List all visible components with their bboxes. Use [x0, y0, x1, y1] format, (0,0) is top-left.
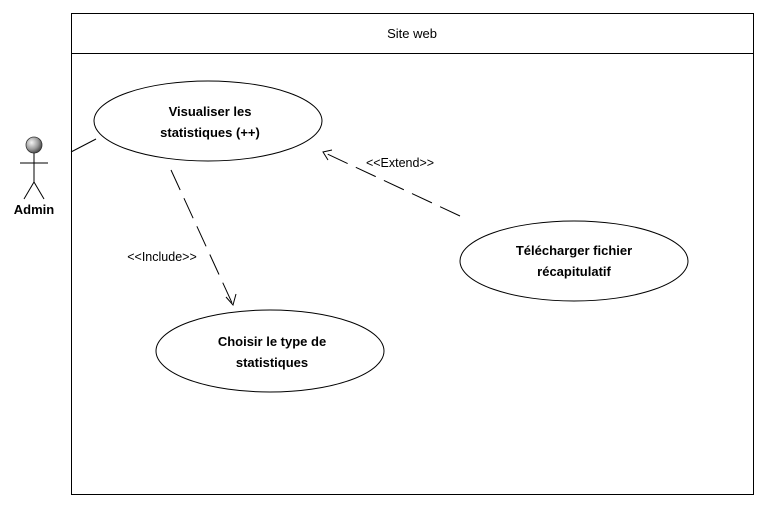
extend-stereotype-label: <<Extend>> — [365, 156, 435, 170]
include-relation-line — [170, 169, 234, 306]
use-case-visualiser-line2: statistiques (++) — [160, 125, 260, 140]
use-case-choisir-ellipse[interactable] — [155, 309, 385, 393]
use-case-telecharger-line1: Télécharger fichier — [515, 243, 633, 258]
use-case-telecharger-label: Télécharger fichier récapitulatif — [474, 240, 674, 282]
actor-admin-figure — [20, 136, 48, 200]
use-case-visualiser-ellipse[interactable] — [93, 80, 323, 162]
system-title: Site web — [387, 26, 437, 41]
actor-name: Admin — [13, 202, 55, 217]
extend-arrowhead — [322, 149, 333, 161]
use-case-visualiser-line1: Visualiser les — [168, 104, 252, 119]
use-case-visualiser-label: Visualiser les statistiques (++) — [110, 101, 310, 143]
use-case-telecharger-ellipse[interactable] — [459, 220, 689, 302]
extend-relation-line — [322, 151, 461, 217]
use-case-choisir-line1: Choisir le type de — [217, 334, 327, 349]
include-arrowhead — [225, 293, 237, 307]
actor-head — [25, 136, 43, 154]
include-stereotype-label: <<Include>> — [127, 250, 197, 264]
use-case-choisir-line2: statistiques — [235, 355, 309, 370]
association-admin-visualiser — [70, 138, 97, 153]
use-case-telecharger-line2: récapitulatif — [537, 264, 611, 279]
use-case-choisir-label: Choisir le type de statistiques — [172, 331, 372, 373]
